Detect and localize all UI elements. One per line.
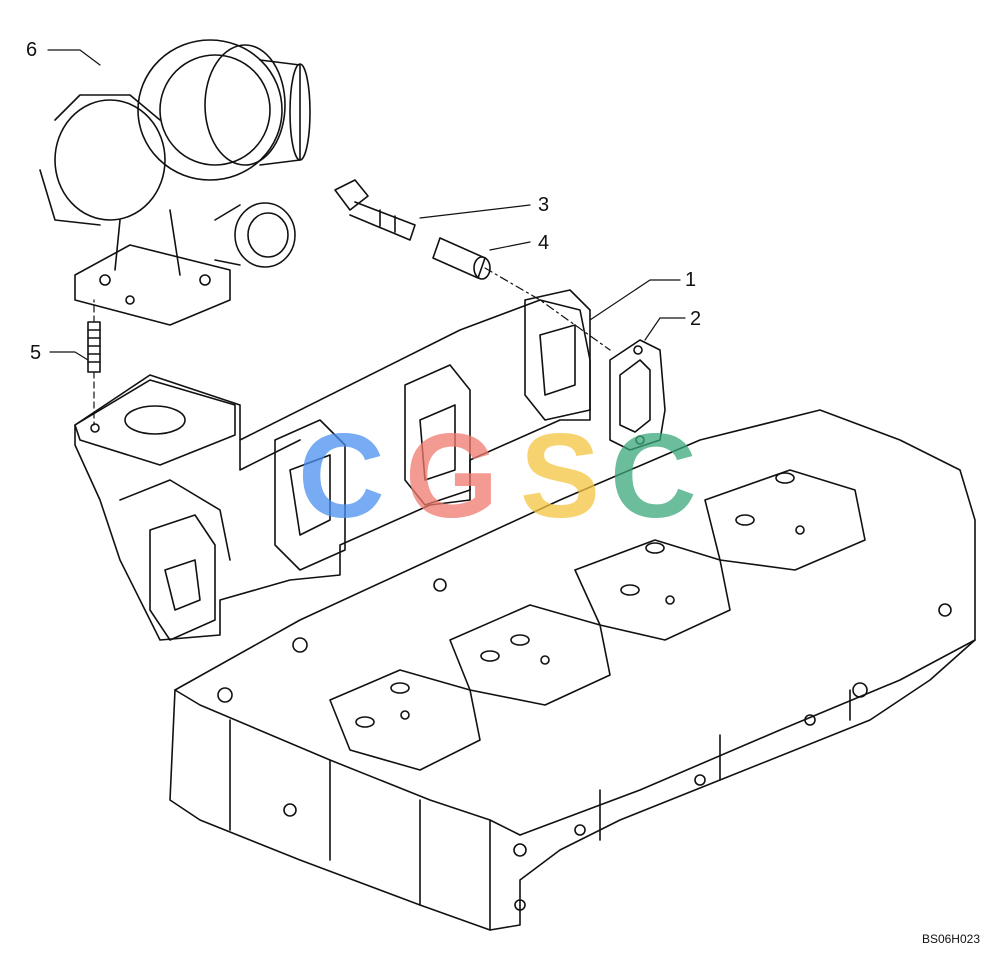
- bolt-part-3: [334, 179, 416, 241]
- callout-4: 4: [538, 232, 550, 254]
- cylinder-bays: [329, 469, 866, 771]
- callout-1: 1: [685, 269, 697, 291]
- callout-5: 5: [30, 342, 42, 364]
- watermark-letter-3: S: [520, 409, 601, 543]
- figure-code: BS06H023: [921, 932, 980, 946]
- stud-part-5: [87, 321, 101, 373]
- leader-1: [589, 279, 681, 321]
- turbocharger-part-6: [39, 39, 311, 326]
- turbo-mount-flange: [74, 379, 236, 466]
- leader-lines: [47, 49, 686, 426]
- watermark-letter-4: C: [610, 409, 697, 543]
- callout-2: 2: [690, 308, 702, 330]
- assembly-line-bolt: [484, 267, 611, 351]
- cylinder-head: [169, 409, 976, 931]
- leader-6: [47, 49, 101, 66]
- head-bolt-holes: [217, 578, 952, 911]
- callout-3: 3: [538, 194, 550, 216]
- watermark-letter-1: C: [298, 409, 385, 543]
- watermark-letter-2: G: [405, 409, 499, 543]
- manifold-flanges: [149, 289, 591, 641]
- callout-6: 6: [26, 39, 38, 61]
- leader-2: [644, 317, 686, 341]
- exhaust-manifold: [74, 289, 591, 641]
- leader-3: [419, 204, 531, 219]
- valve-guides: [355, 472, 805, 728]
- spacer-part-4: [432, 237, 491, 280]
- gasket-part-2: [609, 339, 666, 451]
- leader-4: [489, 241, 531, 251]
- leader-5: [49, 351, 89, 361]
